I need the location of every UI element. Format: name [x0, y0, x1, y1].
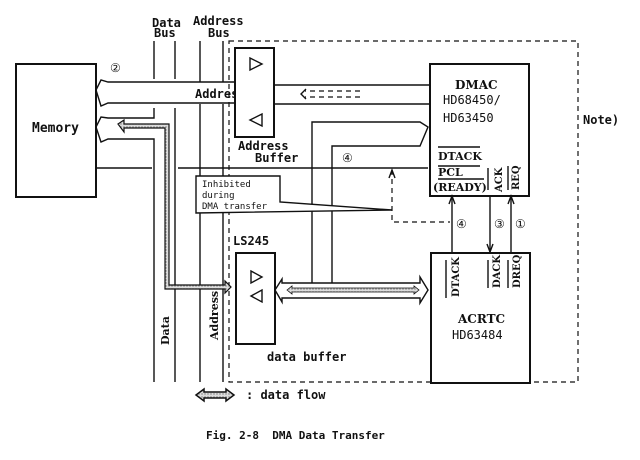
address-buffer-right-triangle: [249, 56, 264, 72]
data-buffer-label: data buffer: [267, 350, 346, 364]
address-bus-label: Address: [193, 14, 244, 28]
step-1-marker: ①: [515, 217, 526, 231]
data-flow-path-acrtc: [286, 285, 420, 295]
dmac-pcl-pin: PCL: [438, 166, 463, 179]
memory-label: Memory: [32, 121, 79, 136]
inhibited-label-2: during: [202, 191, 235, 201]
dashed-boundary: [228, 40, 579, 383]
data-bus-label-2: Bus: [154, 26, 176, 40]
address-vertical-label: Address: [208, 291, 221, 341]
legend-data-flow-icon: [194, 387, 236, 403]
inhibited-label-3: DMA transfer: [202, 202, 268, 212]
dmac-dtack-pin: DTACK: [438, 150, 482, 163]
pcl-dashed-line: [391, 170, 450, 223]
dmac-model-1: HD68450/: [443, 93, 501, 107]
step-4-marker-upper: ④: [342, 151, 353, 165]
data-bus-double-arrow: [274, 274, 429, 306]
step-3-marker: ③: [494, 217, 505, 231]
req-arrow-head: [507, 194, 515, 205]
acrtc-title: ACRTC: [457, 312, 505, 326]
data-vertical-label: Data: [159, 316, 172, 345]
dmac-model-2: HD63450: [443, 111, 494, 125]
acrtc-dreq-pin: DREQ: [512, 254, 523, 288]
address-buffer-box: [234, 47, 275, 138]
dmac-ready-pin: (READY): [433, 181, 487, 194]
address-arrow: [95, 79, 235, 107]
dmac-req-pin: REQ: [511, 165, 522, 190]
memory-box: [15, 63, 97, 198]
data-buffer-right-triangle: [250, 269, 264, 285]
memory-data-arrow-upper: [95, 108, 155, 382]
address-buffer-left-triangle: [248, 112, 263, 128]
acrtc-model: HD63484: [452, 328, 503, 342]
address-arrow-label: Address: [195, 87, 246, 101]
inhibited-callout: [195, 175, 393, 214]
dmac-box: [429, 63, 530, 197]
dmac-title: DMAC: [455, 78, 498, 92]
data-bus-label: Data: [152, 16, 181, 30]
dashed-address-arrow: [305, 90, 360, 98]
acrtc-box: [430, 252, 531, 384]
inhibited-label-1: Inhibited: [202, 180, 251, 190]
address-buffer-label: Address: [238, 139, 289, 153]
address-bus-label-2: Bus: [208, 26, 230, 40]
step-2-marker: ②: [110, 61, 121, 75]
dmac-ack-pin: ACK: [494, 167, 505, 193]
step-4-marker-lower: ④: [456, 217, 467, 231]
dtack-arrow-head: [448, 194, 456, 205]
address-buffer-label-2: Buffer: [255, 151, 298, 165]
figure-caption: Fig. 2-8 DMA Data Transfer: [206, 429, 385, 442]
dashed-arrow-head: [300, 88, 307, 100]
acrtc-dtack-pin: DTACK: [451, 257, 462, 297]
pcl-arrow-head: [388, 168, 396, 179]
acrtc-dack-pin: DACK: [492, 255, 503, 288]
dmac-data-arrow: [311, 121, 429, 283]
data-flow-path-memory: [117, 118, 232, 295]
ls245-label: LS245: [233, 234, 269, 248]
note-label: Note): [583, 113, 619, 127]
legend-label: : data flow: [246, 388, 326, 402]
data-buffer-left-triangle: [249, 288, 263, 304]
